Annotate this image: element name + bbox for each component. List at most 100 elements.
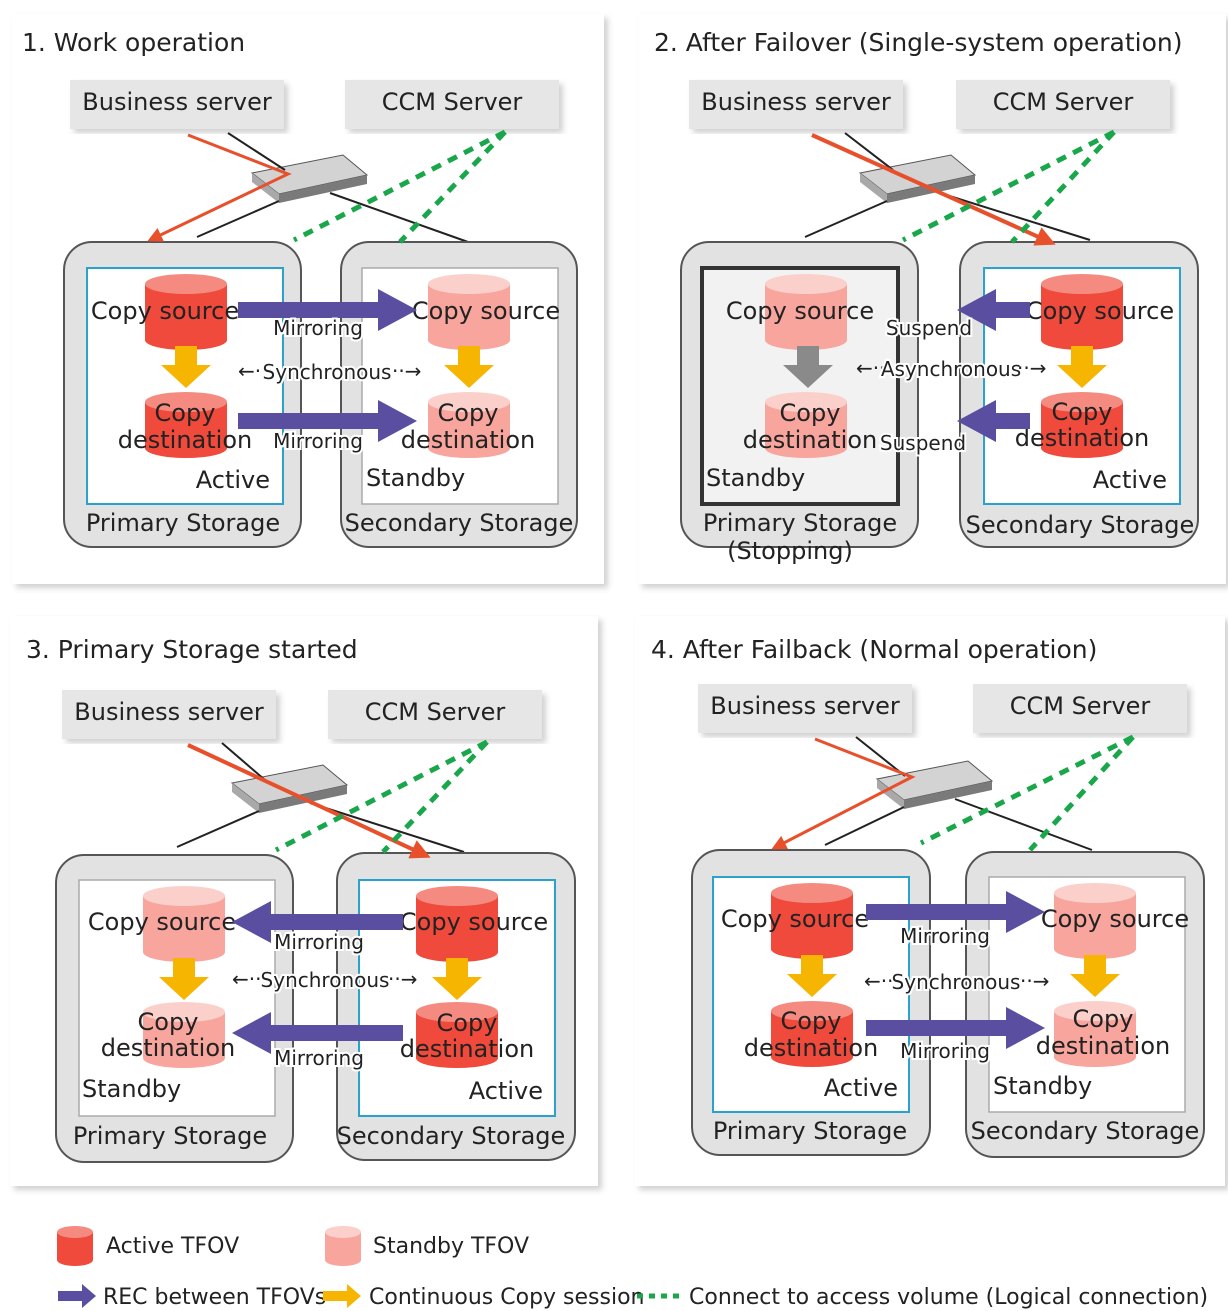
ccm-server-box xyxy=(328,690,542,739)
storage-link xyxy=(329,192,469,243)
copy-destination-label: destination xyxy=(401,426,535,454)
continuous-copy-arrow xyxy=(1070,955,1120,997)
active-volume-icon xyxy=(416,1002,498,1068)
sync-mode-label: Synchronous xyxy=(263,360,392,384)
legend: Active TFOV Standby TFOV REC between TFO… xyxy=(57,1226,1208,1310)
standby-volume-icon xyxy=(765,274,847,350)
standby-volume-icon xyxy=(143,1002,225,1068)
rec-mode-label: Mirroring xyxy=(273,429,363,453)
copy-destination-label: Copy xyxy=(138,1008,199,1036)
rec-arrow xyxy=(238,400,417,442)
sync-mode-label: Synchronous xyxy=(261,968,390,992)
business-server-label: Business server xyxy=(701,88,891,116)
business-server-box xyxy=(689,80,903,129)
continuous-copy-arrow xyxy=(432,958,482,1000)
copy-source-label: Copy source xyxy=(726,297,874,325)
primary-status: Active xyxy=(196,466,270,494)
access-path-arrow xyxy=(147,133,292,242)
legend-connect: Connect to access volume (Logical connec… xyxy=(689,1285,1208,1310)
secondary-storage-label: Secondary Storage xyxy=(345,509,574,537)
storage-link xyxy=(176,810,260,848)
logical-connection xyxy=(292,129,507,243)
sync-mode-label: Synchronous xyxy=(892,970,1021,994)
copy-destination-label: Copy xyxy=(1052,398,1113,426)
sync-arrow-right-icon: ··→ xyxy=(1020,969,1049,993)
rec-arrow-icon xyxy=(58,1284,96,1308)
network-switch-icon xyxy=(250,154,369,203)
storage-link xyxy=(804,200,888,238)
server-link xyxy=(844,132,894,171)
copy-destination-label: Copy xyxy=(438,399,499,427)
server-link xyxy=(221,742,266,781)
logical-connection xyxy=(398,130,507,244)
active-volume-icon xyxy=(416,886,498,962)
continuous-copy-arrow-icon xyxy=(323,1284,361,1308)
sync-arrow-left-icon: ←·· xyxy=(232,967,261,991)
business-server-box xyxy=(698,684,912,733)
secondary-status: Standby xyxy=(993,1072,1092,1100)
active-volume-icon xyxy=(145,274,227,350)
panel-title: 3. Primary Storage started xyxy=(26,635,358,664)
legend-active-tfov: Active TFOV xyxy=(106,1234,239,1259)
logical-connection xyxy=(274,739,489,853)
copy-source-label: Copy source xyxy=(721,905,869,933)
copy-destination-label: Copy xyxy=(1073,1005,1134,1033)
panel-title: 4. After Failback (Normal operation) xyxy=(651,635,1097,664)
active-volume-icon xyxy=(771,1001,853,1067)
primary-storage-label: Primary Storage xyxy=(703,509,897,537)
copy-source-label: Copy source xyxy=(1026,297,1174,325)
copy-destination-label: destination xyxy=(744,1034,878,1062)
storage-link xyxy=(196,200,280,238)
sync-arrow-left-icon: ←·· xyxy=(864,969,893,993)
copy-destination-label: destination xyxy=(101,1034,235,1062)
copy-destination-label: Copy xyxy=(437,1009,498,1037)
legend-rec: REC between TFOVs xyxy=(103,1285,326,1310)
business-server-label: Business server xyxy=(710,692,900,720)
sync-arrow-right-icon: ··→ xyxy=(388,967,417,991)
copy-destination-label: Copy xyxy=(780,399,841,427)
stopped-copy-arrow xyxy=(783,346,833,388)
ccm-server-label: CCM Server xyxy=(365,698,506,726)
active-volume-icon xyxy=(1041,274,1123,350)
copy-destination-label: destination xyxy=(1036,1032,1170,1060)
sync-mode-label: Asynchronous xyxy=(881,357,1021,381)
continuous-copy-arrow xyxy=(159,958,209,1000)
primary-status: Standby xyxy=(706,464,805,492)
business-server-box xyxy=(62,690,276,739)
rec-mode-label: Mirroring xyxy=(273,316,363,340)
copy-destination-label: destination xyxy=(1015,424,1149,452)
storage-link xyxy=(824,806,905,846)
rec-mode-label: Mirroring xyxy=(274,1046,364,1070)
primary-status: Active xyxy=(824,1074,898,1102)
standby-volume-icon xyxy=(428,392,510,458)
access-path-arrow xyxy=(811,133,1056,246)
rec-mode-label: Suspend xyxy=(886,316,972,340)
panel-2: 2. After Failover (Single-system operati… xyxy=(638,14,1226,584)
storage-link xyxy=(939,192,1091,241)
secondary-storage-label: Secondary Storage xyxy=(971,1117,1200,1145)
secondary-status: Active xyxy=(1093,466,1167,494)
access-path-arrow xyxy=(187,743,431,859)
continuous-copy-arrow xyxy=(444,346,494,388)
legend-standby-tfov: Standby TFOV xyxy=(373,1234,529,1259)
business-server-label: Business server xyxy=(74,698,264,726)
logical-connection xyxy=(381,740,489,854)
rec-arrow xyxy=(866,1007,1045,1049)
copy-destination-label: destination xyxy=(400,1035,534,1063)
ccm-server-box xyxy=(956,80,1170,129)
continuous-copy-arrow xyxy=(787,955,837,997)
secondary-status: Standby xyxy=(366,464,465,492)
primary-storage-label: Primary Storage xyxy=(73,1122,267,1150)
continuous-copy-arrow xyxy=(1057,346,1107,388)
secondary-storage-label: Secondary Storage xyxy=(966,511,1195,539)
copy-source-label: Copy source xyxy=(1041,905,1189,933)
primary-storage-label: Primary Storage xyxy=(86,509,280,537)
standby-volume-icon xyxy=(143,886,225,962)
rec-mode-label: Mirroring xyxy=(900,924,990,948)
storage-link xyxy=(954,798,1093,851)
standby-volume-icon xyxy=(428,274,510,350)
active-volume-icon xyxy=(1041,392,1123,458)
business-server-box xyxy=(70,80,284,129)
rec-arrow xyxy=(232,1012,403,1054)
